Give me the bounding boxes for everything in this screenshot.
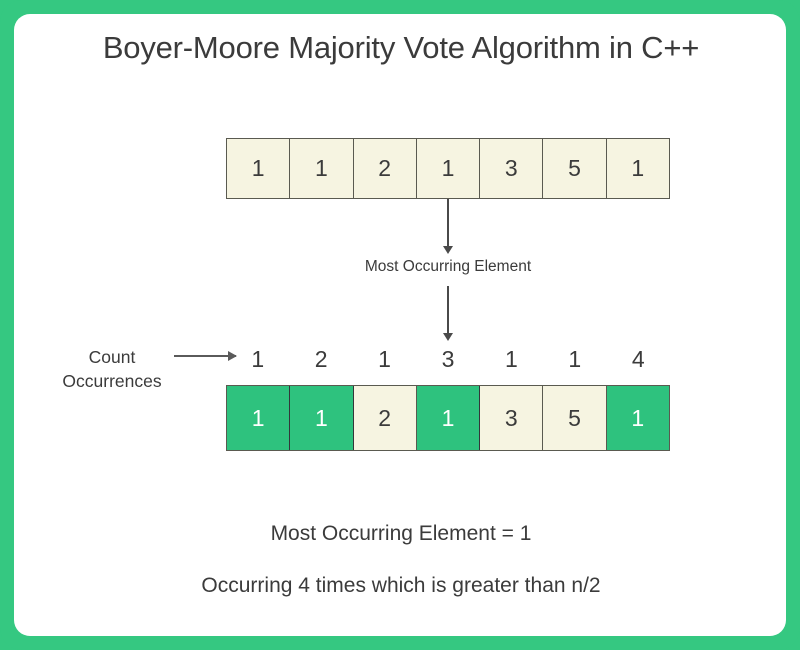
array-cell: 1	[227, 386, 291, 450]
count-numbers-row: 1 2 1 3 1 1 4	[226, 342, 670, 376]
count-label-line1: Count	[88, 347, 136, 367]
count-value: 1	[505, 345, 518, 372]
array-cell: 5	[543, 139, 607, 198]
count-value: 2	[314, 345, 328, 372]
array-cell: 1	[290, 139, 354, 198]
array-cell: 1	[416, 386, 481, 450]
array-cell: 2	[353, 139, 417, 198]
page-title: Boyer-Moore Majority Vote Algorithm in C…	[102, 30, 700, 65]
count-occurrences-label: Count Occurrences	[36, 345, 188, 393]
right-arrow-icon	[174, 351, 237, 361]
array-cell: 1	[227, 139, 291, 198]
count-value: 4	[631, 345, 645, 372]
array-cell: 1	[606, 386, 669, 450]
count-value: 3	[441, 345, 455, 372]
mid-caption: Most Occurring Element	[364, 258, 532, 275]
white-card: Boyer-Moore Majority Vote Algorithm in C…	[14, 14, 786, 636]
array-cell: 1	[606, 139, 669, 198]
footer-line-2: Occurring 4 times which is greater than …	[201, 574, 601, 597]
array-cell: 1	[290, 386, 354, 450]
count-value: 1	[378, 345, 391, 372]
array-cell: 2	[353, 386, 417, 450]
down-arrow-icon-bottom	[443, 286, 453, 341]
array-cell: 1	[416, 139, 481, 198]
array-cell: 3	[480, 386, 544, 450]
count-label-line2: Occurrences	[62, 371, 162, 391]
count-value: 1	[251, 345, 265, 372]
array-cell: 5	[543, 386, 607, 450]
array-cell: 3	[480, 139, 544, 198]
down-arrow-icon-top	[443, 199, 453, 254]
count-value: 1	[568, 345, 582, 372]
footer-line-1: Most Occurring Element = 1	[270, 522, 532, 545]
